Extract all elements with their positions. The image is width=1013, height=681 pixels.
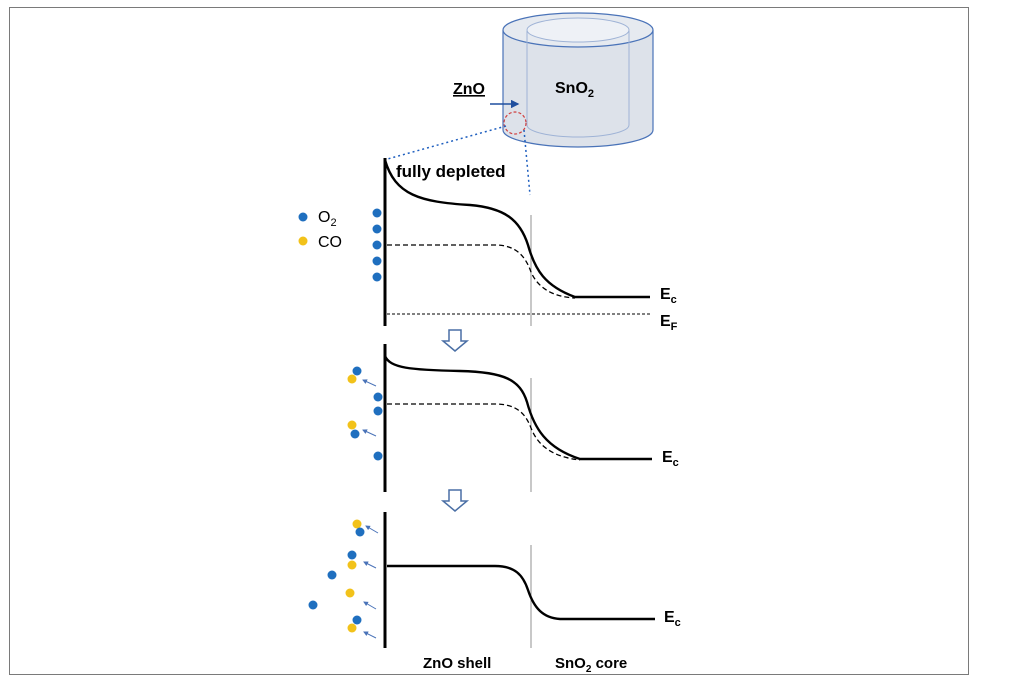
panel-2: Ec — [347, 344, 679, 492]
figure-frame — [9, 7, 969, 675]
legend-o2-dot — [298, 212, 308, 222]
o2-molecule — [327, 570, 337, 580]
co-molecule — [347, 560, 357, 570]
conduction-band-3 — [387, 564, 655, 621]
ec-label-2: Ec — [662, 449, 679, 469]
legend-o2-label: O2 — [318, 209, 337, 229]
o2-molecule — [373, 406, 383, 416]
molecules-panel-2 — [347, 366, 383, 461]
sno2-core-label: SnO2 core — [555, 655, 627, 675]
legend: O2 CO — [298, 209, 342, 251]
zoom-circle — [503, 111, 527, 135]
reaction-arrow — [363, 601, 377, 610]
ec-label-1: Ec — [660, 286, 677, 306]
zoom-guide-left — [383, 125, 507, 161]
o2-molecule — [352, 615, 362, 625]
cylinder-inner-top — [526, 17, 630, 43]
transition-arrow-2 — [440, 489, 470, 512]
reaction-arrow — [362, 429, 377, 437]
transition-arrow-1 — [440, 329, 470, 352]
reaction-arrow — [363, 561, 377, 569]
conduction-band-2 — [383, 355, 652, 461]
o2-molecule — [372, 256, 382, 266]
o2-molecule — [372, 208, 382, 218]
o2-molecule — [308, 600, 318, 610]
reaction-arrow — [362, 379, 377, 387]
zno-shell-label: ZnO shell — [423, 655, 491, 672]
reaction-arrow — [363, 631, 377, 639]
legend-co-dot — [298, 236, 308, 246]
cylinder-body — [502, 30, 654, 148]
dashed-band-1 — [387, 244, 576, 299]
ef-label: EF — [660, 313, 678, 333]
o2-molecule — [355, 527, 365, 537]
o2-molecule — [372, 272, 382, 282]
fully-depleted-label: fully depleted — [396, 162, 506, 181]
molecules-panel-3 — [308, 519, 379, 639]
adsorbed-o2-panel-1 — [372, 208, 382, 282]
shell-label: ZnO — [453, 81, 485, 98]
panel-1: fully depleted Ec EF — [372, 158, 678, 333]
o2-molecule — [373, 451, 383, 461]
panel-3: Ec — [308, 512, 681, 648]
co-molecule — [347, 623, 357, 633]
o2-molecule — [373, 392, 383, 402]
reaction-arrow — [365, 525, 379, 534]
core-label: SnO2 — [555, 80, 594, 100]
o2-molecule — [372, 240, 382, 250]
cylinder-inner-core — [526, 31, 630, 138]
ec-label-3: Ec — [664, 609, 681, 629]
dashed-band-2 — [387, 403, 581, 461]
co-molecule — [347, 374, 357, 384]
o2-molecule — [350, 429, 360, 439]
o2-molecule — [352, 366, 362, 376]
o2-molecule — [372, 224, 382, 234]
zoom-guide-right — [523, 129, 531, 196]
core-shell-cylinder: SnO2 ZnO — [383, 12, 654, 196]
co-molecule — [352, 519, 362, 529]
legend-co-label: CO — [318, 234, 342, 251]
o2-molecule — [347, 550, 357, 560]
conduction-band-1 — [383, 159, 650, 299]
co-molecule — [347, 420, 357, 430]
co-molecule — [345, 588, 355, 598]
